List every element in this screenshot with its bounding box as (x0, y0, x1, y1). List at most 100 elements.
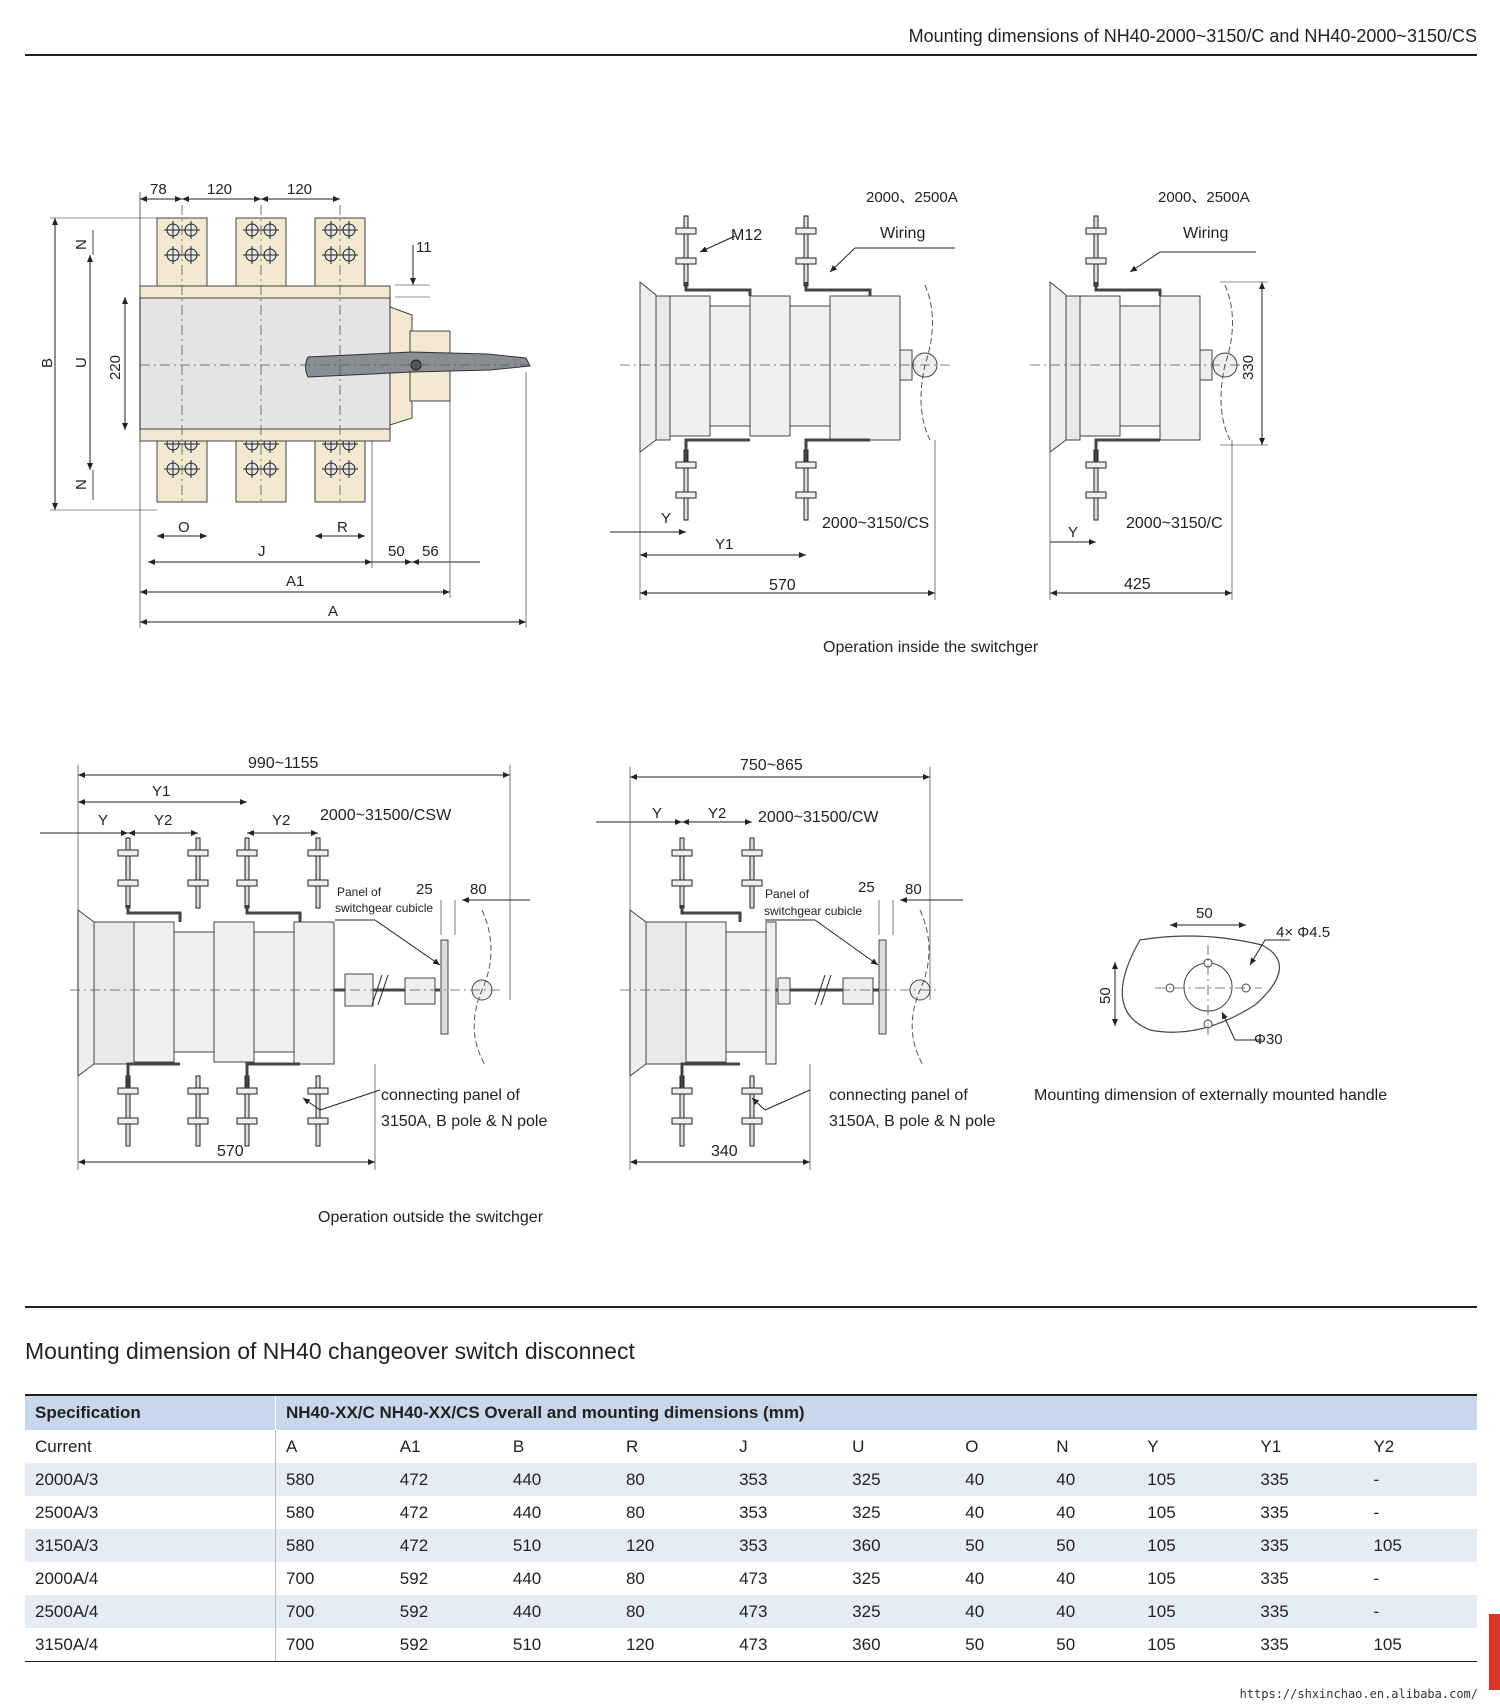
cell: 510 (502, 1529, 616, 1562)
col-y1: Y1 (1260, 1436, 1282, 1456)
fig6-d50-h: 50 (1196, 905, 1213, 922)
fig3-height: 330 (1240, 355, 1257, 380)
label-b: B (39, 358, 56, 368)
fig4-panel-l1: Panel of (337, 885, 382, 899)
fig4-width: 570 (217, 1143, 244, 1160)
col-y2: Y2 (1373, 1436, 1395, 1456)
cell: 50 (1046, 1628, 1138, 1662)
cell: 120 (615, 1529, 730, 1562)
col-u: U (852, 1436, 865, 1456)
caption-outside: Operation outside the switchger (318, 1209, 544, 1226)
cell: 353 (729, 1463, 843, 1496)
col-o: O (965, 1436, 979, 1456)
label-o: O (178, 519, 190, 536)
page-header: Mounting dimensions of NH40-2000~3150/C … (25, 22, 1477, 56)
fig5-y: Y (652, 805, 662, 822)
cell: 360 (842, 1628, 956, 1662)
fig5-panel-l1: Panel of (765, 887, 810, 901)
table-row: 2000A/4 700 592 440 80 473 325 40 40 105… (25, 1562, 1477, 1595)
cell: 2000A/3 (25, 1463, 276, 1496)
col-j: J (739, 1436, 748, 1456)
label-j: J (258, 543, 266, 560)
cell: 120 (615, 1628, 730, 1662)
cell: 440 (502, 1463, 616, 1496)
side-view-cs-drawing (610, 215, 955, 600)
col-y: Y (1147, 1436, 1159, 1456)
label-n-top: N (73, 239, 90, 250)
section-divider (25, 1306, 1477, 1308)
cell: 472 (399, 1502, 429, 1522)
col-r: R (625, 1436, 639, 1456)
col-current: Current (25, 1430, 276, 1463)
fig4-conn-l2: 3150A, B pole & N pole (381, 1113, 547, 1130)
cell: 50 (1046, 1529, 1138, 1562)
fig2-bolt: M12 (731, 227, 762, 244)
cell: 105 (1137, 1595, 1251, 1628)
column-header-row: Current A A1 B R J U O N Y Y1 Y2 (25, 1430, 1477, 1463)
cell: 580 (275, 1529, 390, 1562)
cell: 592 (389, 1628, 503, 1662)
cell: - (1363, 1463, 1477, 1496)
fig4-conn-l1: connecting panel of (381, 1087, 520, 1104)
side-view-c-drawing (1030, 215, 1268, 600)
fig3-y: Y (1068, 524, 1078, 541)
fig2-y: Y (661, 510, 671, 527)
cell: 105 (1137, 1628, 1251, 1662)
cell: - (1363, 1595, 1477, 1628)
fig2-rating: 2000、2500A (866, 189, 958, 206)
cell: 592 (399, 1568, 429, 1588)
cell: 335 (1250, 1628, 1364, 1662)
cell: 510 (502, 1628, 616, 1662)
cell: 40 (955, 1595, 1047, 1628)
dim-56: 56 (422, 543, 439, 560)
technical-drawings: 78 120 120 11 B U 220 N N O R J 50 56 A1… (39, 181, 1387, 1226)
table-header-row: Specification NH40-XX/C NH40-XX/CS Overa… (25, 1394, 1477, 1430)
cell: 80 (615, 1595, 730, 1628)
fig5-conn-l1: connecting panel of (829, 1087, 968, 1104)
cell: 40 (965, 1502, 985, 1522)
cell: 105 (1147, 1568, 1176, 1588)
cell: 3150A/3 (25, 1529, 276, 1562)
cell: 592 (389, 1595, 503, 1628)
col-n: N (1056, 1436, 1069, 1456)
fig4-y2a: Y2 (154, 812, 172, 829)
label-r: R (337, 519, 348, 536)
cell: 700 (275, 1628, 390, 1662)
dim-11: 11 (416, 239, 432, 256)
fig3-rating: 2000、2500A (1158, 189, 1250, 206)
cell: 472 (389, 1463, 503, 1496)
cell: 335 (1250, 1595, 1364, 1628)
fig5-model: 2000~31500/CW (758, 809, 879, 826)
cell: 105 (1137, 1463, 1251, 1496)
fig3-model: 2000~3150/C (1126, 515, 1223, 532)
fig2-wiring: Wiring (880, 225, 925, 242)
fig4-y: Y (98, 812, 108, 829)
cell: 335 (1250, 1463, 1364, 1496)
dimensions-table: Specification NH40-XX/C NH40-XX/CS Overa… (25, 1394, 1477, 1662)
fig4-overall: 990~1155 (248, 755, 319, 772)
fig6-d50-v: 50 (1097, 987, 1114, 1004)
fig2-model: 2000~3150/CS (822, 515, 929, 532)
cell: 353 (729, 1529, 843, 1562)
cell: 105 (1137, 1529, 1251, 1562)
fig4-y1: Y1 (152, 783, 170, 800)
cell: 105 (1147, 1502, 1176, 1522)
cell: 105 (1363, 1529, 1477, 1562)
cell: 50 (955, 1529, 1047, 1562)
cell: 325 (842, 1463, 956, 1496)
fig3-width: 425 (1124, 576, 1151, 593)
cell: 40 (1046, 1463, 1138, 1496)
page-edge-tab (1489, 1614, 1500, 1690)
fig4-d25: 25 (416, 881, 433, 898)
cell: 40 (1046, 1595, 1138, 1628)
cell: 353 (739, 1502, 768, 1522)
fig5-overall: 750~865 (740, 757, 803, 774)
label-220: 220 (107, 355, 124, 380)
cell: 3150A/4 (25, 1628, 276, 1662)
cell: 2000A/4 (25, 1562, 276, 1595)
outside-csw-drawing (40, 765, 530, 1170)
page-title: Mounting dimensions of NH40-2000~3150/C … (908, 26, 1477, 46)
cell: 325 (842, 1595, 956, 1628)
table-row: 2500A/3 580 472 440 80 353 325 40 40 105… (25, 1496, 1477, 1529)
cell: 440 (502, 1595, 616, 1628)
